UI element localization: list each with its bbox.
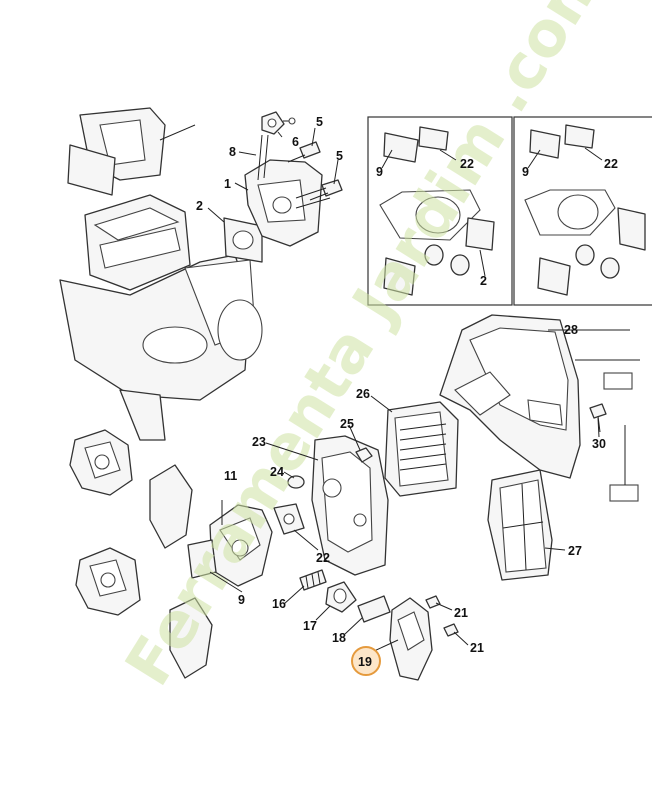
sleeve-part-24	[287, 475, 305, 489]
screws-part-21	[425, 595, 469, 646]
cover-left-lower	[169, 597, 213, 679]
carburetor-left-upper	[69, 429, 133, 496]
callout-1: 1	[224, 177, 231, 191]
callout-28: 28	[564, 323, 578, 337]
callout-11: 11	[224, 469, 237, 483]
filter-frame-part-27	[487, 469, 553, 581]
callout-22-inset-b: 22	[604, 157, 618, 171]
callout-2: 2	[196, 199, 203, 213]
callout-27: 27	[568, 544, 582, 558]
leader-lines	[207, 127, 603, 653]
callout-labels: 1 2 5 5 6 8 9 22 2 9 22 28 30 26 25 27 2…	[196, 115, 618, 655]
callout-25: 25	[340, 417, 354, 431]
callout-23: 23	[252, 435, 266, 449]
gasket-part-22	[273, 503, 305, 535]
carburetor-part-11	[209, 500, 273, 587]
callout-17: 17	[303, 619, 317, 633]
callout-6: 6	[292, 135, 299, 149]
callout-5a: 5	[316, 115, 323, 129]
inset-box-a	[367, 116, 513, 306]
callout-5b: 5	[336, 149, 343, 163]
manifold-part-1	[244, 159, 323, 247]
mount-plate-part-23	[311, 435, 389, 576]
spring-part-16	[299, 569, 327, 591]
callout-30: 30	[592, 437, 606, 451]
carburetor-left-lower	[75, 547, 141, 616]
filter-pleats	[399, 423, 447, 471]
callout-2-inset-a: 2	[480, 274, 487, 288]
gasket-part-9	[187, 539, 217, 579]
inset-box-b	[513, 116, 652, 306]
callout-19-highlight: 19	[351, 646, 381, 676]
highlight-ring	[351, 646, 381, 676]
shaft-part-18	[357, 595, 391, 623]
callout-26: 26	[356, 387, 370, 401]
filter-cover-part-28	[439, 314, 640, 502]
callout-19: 19	[358, 655, 372, 669]
callout-21b: 21	[470, 641, 484, 655]
bracket-part-19	[389, 597, 433, 681]
callout-24: 24	[270, 465, 284, 479]
filter-element-part-26	[384, 401, 459, 497]
callout-16: 16	[272, 597, 286, 611]
callout-22-inset-a: 22	[460, 157, 474, 171]
callout-9-inset-a: 9	[376, 165, 383, 179]
gasket-part-2	[223, 217, 263, 263]
callout-8: 8	[229, 145, 236, 159]
cylinder-assembly	[59, 107, 263, 441]
screws-part-5	[287, 141, 343, 209]
callout-22: 22	[316, 551, 330, 565]
callout-9: 9	[238, 593, 245, 607]
callout-21a: 21	[454, 606, 468, 620]
callout-18: 18	[332, 631, 346, 645]
callout-9-inset-b: 9	[522, 165, 529, 179]
cover-left-upper	[149, 464, 193, 549]
knob-part-17	[325, 581, 357, 613]
nut-part-25	[355, 447, 373, 463]
clip-part-6	[257, 111, 296, 181]
